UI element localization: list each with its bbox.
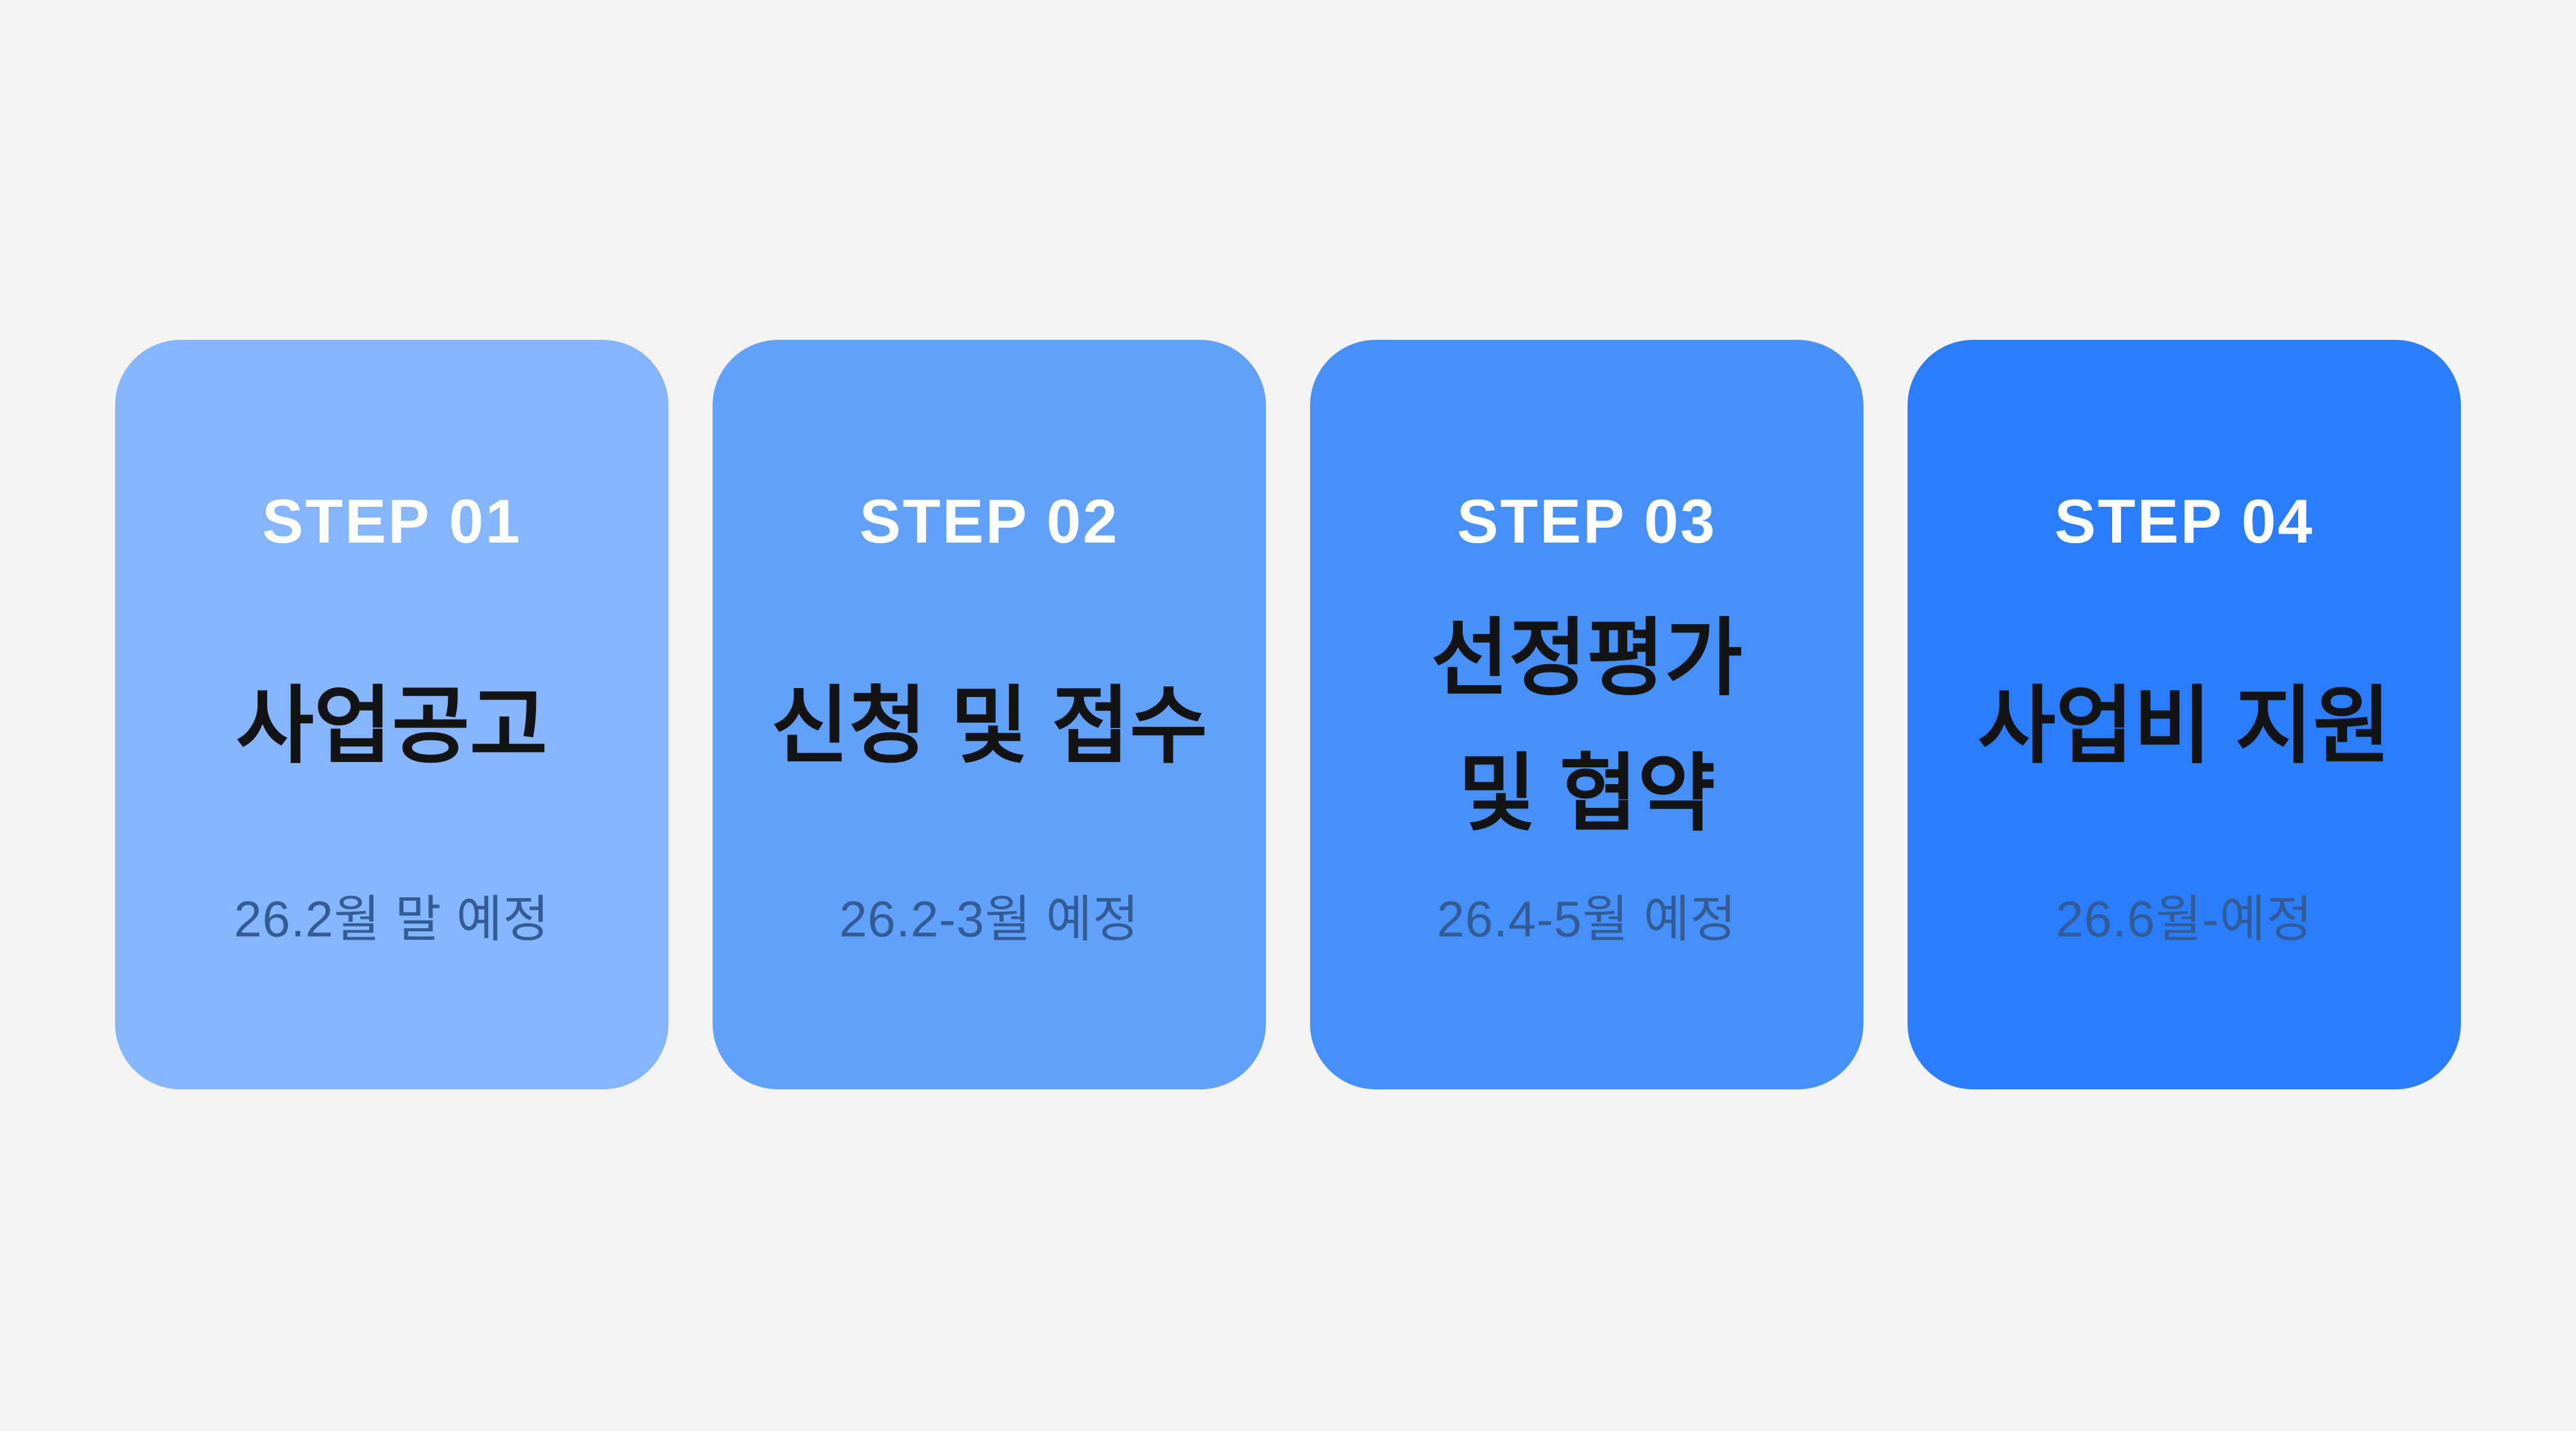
step-title-line: 사업공고 (236, 679, 548, 774)
step-date: 26.4-5월 예정 (1436, 891, 1737, 947)
step-number-label: STEP 02 (859, 487, 1119, 557)
step-title: 선정평가 및 협약 (1310, 591, 1863, 862)
step-title: 사업비 지원 (1908, 658, 2461, 794)
step-card-3: STEP 03 선정평가 및 협약 26.4-5월 예정 (1310, 340, 1863, 1089)
step-card-2: STEP 02 신청 및 접수 26.2-3월 예정 (713, 340, 1266, 1089)
step-number-label: STEP 03 (1457, 487, 1717, 557)
step-card-1: STEP 01 사업공고 26.2월 말 예정 (115, 340, 668, 1089)
step-title-line: 선정평가 (1431, 611, 1743, 706)
step-date: 26.2월 말 예정 (234, 891, 550, 947)
step-card-4: STEP 04 사업비 지원 26.6월-예정 (1908, 340, 2461, 1089)
step-number-label: STEP 04 (2054, 487, 2314, 557)
step-date: 26.2-3월 예정 (839, 891, 1140, 947)
step-title-line: 및 협약 (1458, 747, 1716, 841)
step-title: 사업공고 (115, 658, 668, 794)
step-title-line: 신청 및 접수 (770, 679, 1208, 774)
step-title-line: 사업비 지원 (1977, 679, 2391, 774)
step-number-label: STEP 01 (262, 487, 522, 557)
step-cards-row: STEP 01 사업공고 26.2월 말 예정 STEP 02 신청 및 접수 … (0, 340, 2576, 1089)
step-date: 26.6월-예정 (2055, 891, 2313, 947)
step-title: 신청 및 접수 (713, 658, 1266, 794)
